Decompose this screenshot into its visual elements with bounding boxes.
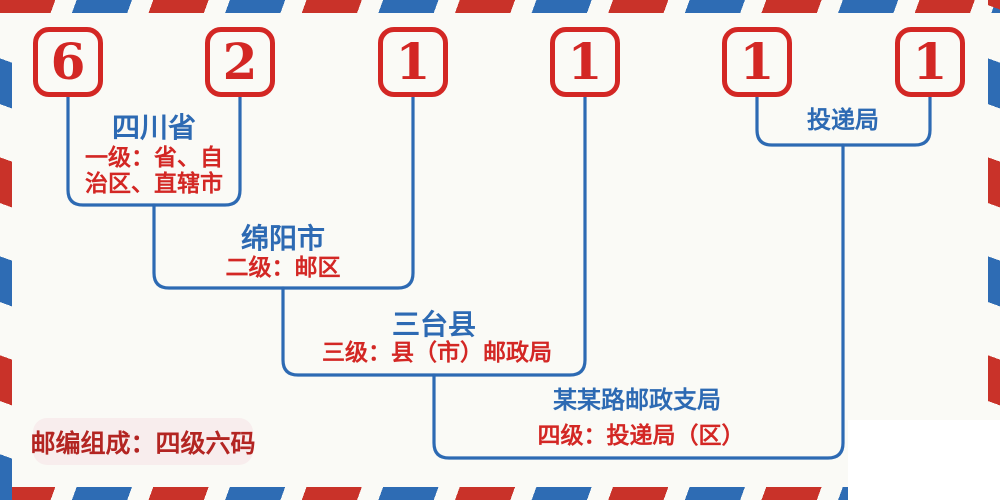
province-name-label: 四川省 xyxy=(111,112,197,143)
postal-digit-box-4: 1 xyxy=(550,27,620,97)
postal-digit-1: 6 xyxy=(50,32,86,91)
bottom-right-white-patch xyxy=(848,420,1000,500)
composition-badge: 邮编组成：四级六码 xyxy=(30,418,256,465)
envelope-border-right xyxy=(988,0,1000,500)
postal-digit-3: 1 xyxy=(395,32,431,91)
postal-digit-2: 2 xyxy=(222,32,258,91)
county-name-label: 三台县 xyxy=(391,309,477,340)
connector-delivery-bracket xyxy=(755,95,932,147)
postal-digit-box-5: 1 xyxy=(722,27,792,97)
postal-digit-box-2: 2 xyxy=(205,27,275,97)
delivery-office-label: 投递局 xyxy=(807,107,879,134)
postal-digit-6: 1 xyxy=(912,32,948,91)
postal-digit-4: 1 xyxy=(567,32,603,91)
envelope-border-left xyxy=(0,0,12,500)
postal-digit-box-1: 6 xyxy=(33,27,103,97)
connector-level4-bracket xyxy=(432,143,845,460)
envelope-border-bottom xyxy=(0,487,1000,500)
postal-digit-box-6: 1 xyxy=(895,27,965,97)
postal-digit-box-3: 1 xyxy=(378,27,448,97)
city-name-label: 绵阳市 xyxy=(240,223,326,254)
level4-desc-label: 四级：投递局（区） xyxy=(537,422,745,448)
branch-name-label: 某某路邮政支局 xyxy=(553,387,721,414)
level1-desc-line2: 治区、直辖市 xyxy=(85,170,223,196)
level3-desc-label: 三级：县（市）邮政局 xyxy=(322,339,552,365)
postal-digit-5: 1 xyxy=(739,32,775,91)
composition-badge-text: 邮编组成：四级六码 xyxy=(30,430,256,458)
envelope-border-top xyxy=(0,0,1000,13)
level1-desc-line1: 一级：省、自 xyxy=(85,144,223,170)
level2-desc-label: 二级：邮区 xyxy=(225,254,341,280)
level1-desc-label: 一级：省、自 治区、直辖市 xyxy=(85,144,223,196)
